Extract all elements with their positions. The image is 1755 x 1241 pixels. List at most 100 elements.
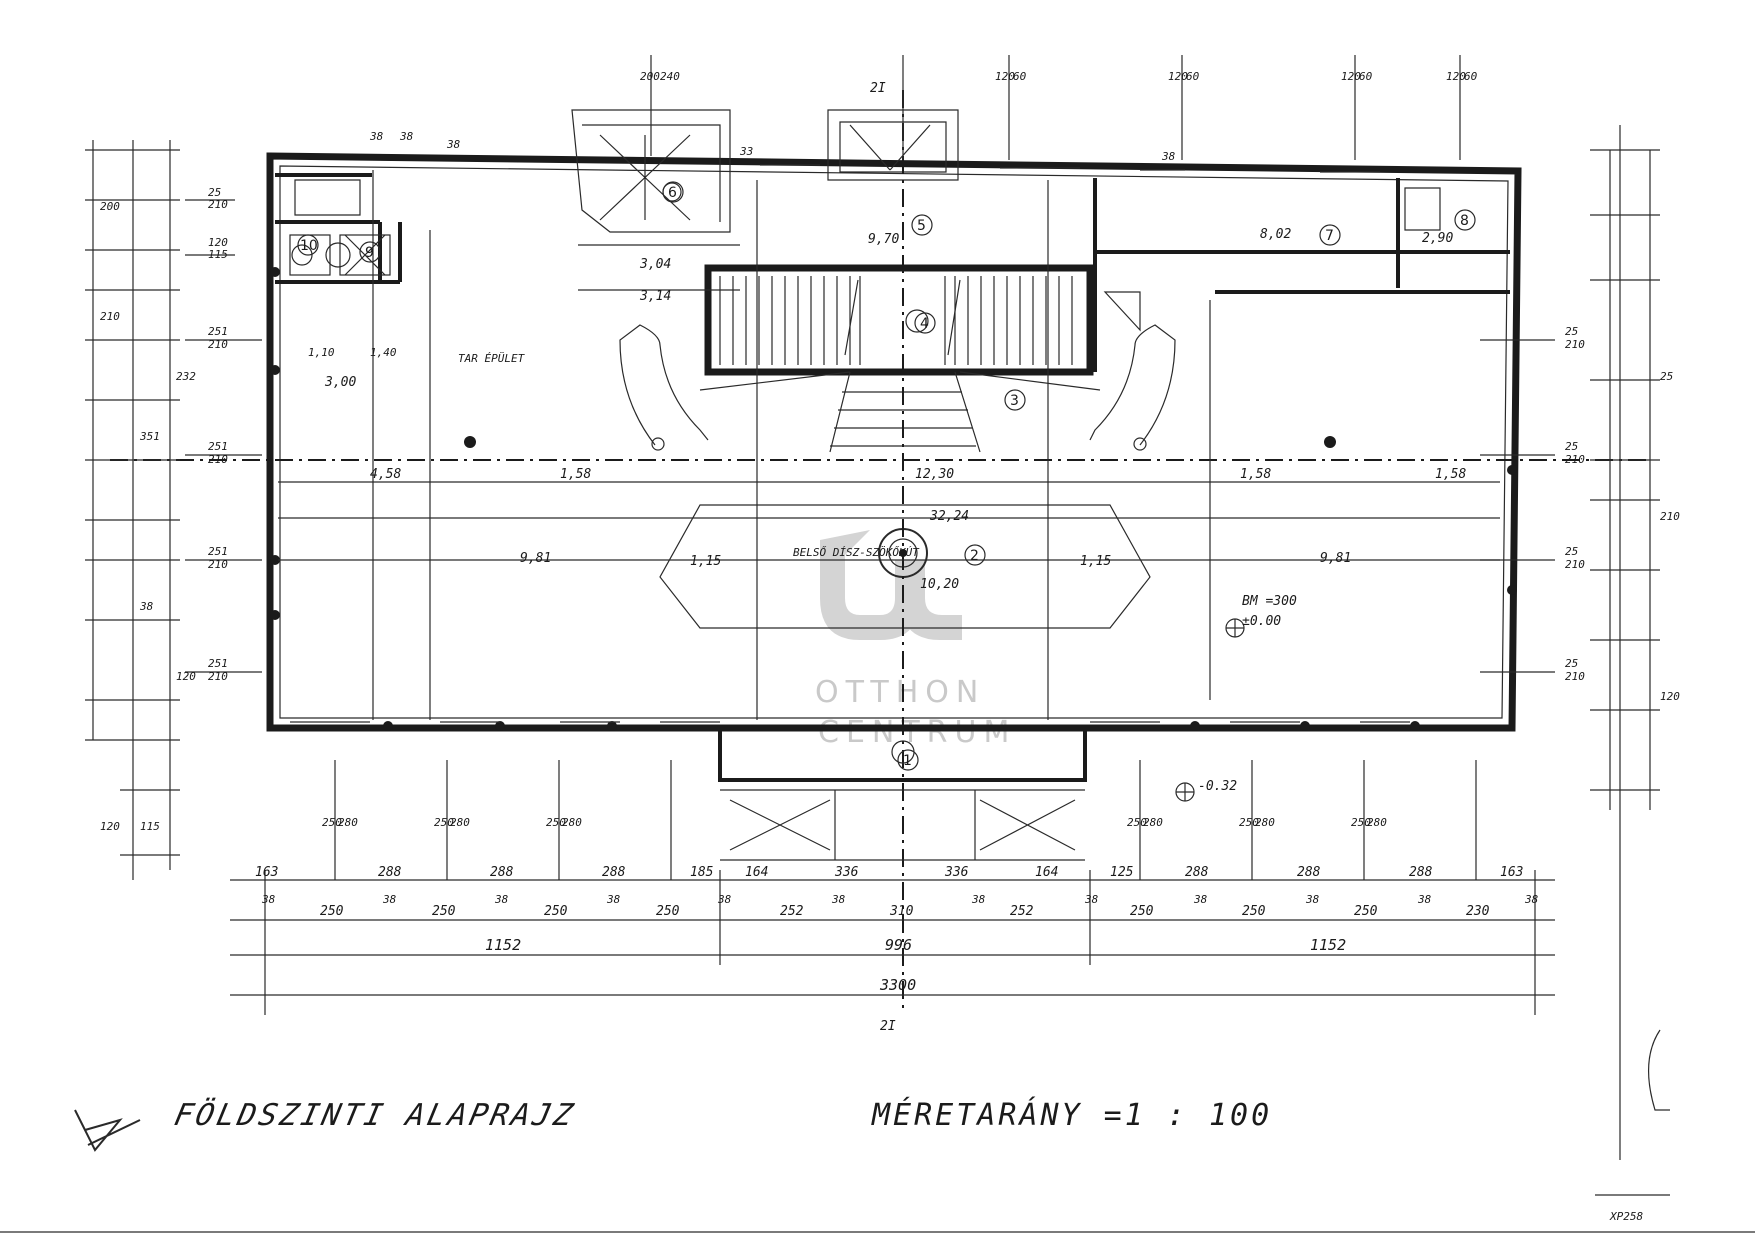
left-column-texts: 25 210 120 115 200 210 351 38 120 115 23… <box>100 186 228 833</box>
corner-stamp: XP258 <box>1609 1210 1643 1223</box>
dim-segment: 288 <box>1409 865 1433 880</box>
left-dimension-column <box>85 140 262 880</box>
entrance-vestibule <box>718 728 1087 861</box>
dim-top: 60 <box>1013 70 1027 83</box>
dim-mid: 250 <box>1242 904 1266 919</box>
dim-mid: 252 <box>1010 904 1034 919</box>
north-arrow-icon <box>74 1109 141 1152</box>
dim-mid: 250 <box>432 904 456 919</box>
dim-top: 120 <box>1446 70 1466 83</box>
dim-mid: 38 <box>1193 893 1208 906</box>
dim-top: 200 <box>640 70 660 83</box>
dim-interior: 12,30 <box>915 467 954 482</box>
dim-right: 25 <box>1565 440 1578 453</box>
dim-interior: 3,14 <box>639 289 671 304</box>
dim-mid: 38 <box>494 893 509 906</box>
dim-mid: 38 <box>261 893 276 906</box>
column-markers <box>270 267 1517 731</box>
dim-top: 60 <box>1464 70 1478 83</box>
curved-balustrades <box>619 324 1176 451</box>
dim-right: 210 <box>1660 510 1680 523</box>
watermark-line2: CENTRUM <box>818 715 1016 750</box>
dim-segment: 185 <box>690 865 714 880</box>
dim-top: 60 <box>1186 70 1200 83</box>
dim-mid: 310 <box>889 904 914 919</box>
window-mark: 251 <box>208 657 228 670</box>
interior-dim-texts: 4,58 1,58 12,30 1,58 1,58 9,81 9,81 1,15… <box>308 227 1466 592</box>
window-mark-texts: 251 210 251 210 251 210 251 210 <box>208 325 228 683</box>
dim-vertical: 250 <box>1351 816 1371 829</box>
dim-interior: 9,70 <box>868 232 899 247</box>
dim-right: 210 <box>1565 338 1585 351</box>
dim-segment: 336 <box>944 865 969 880</box>
dim-mid: 38 <box>831 893 846 906</box>
scale-label: MÉRETARÁNY =1 : 100 <box>871 1097 1272 1133</box>
top-porches <box>571 109 959 233</box>
top-row-texts: 38 38 38 33 38 <box>369 130 1176 163</box>
dim-right: 210 <box>1565 453 1585 466</box>
dim-interior: 2,90 <box>1422 231 1453 246</box>
level-outside-label: -0.32 <box>1198 779 1237 794</box>
section-mark-bottom: 2I <box>880 1019 896 1034</box>
watermark-line1: OTTHON <box>815 675 985 710</box>
stair-core <box>704 264 1094 453</box>
dim-mid: 38 <box>1417 893 1432 906</box>
dim-segment: 163 <box>255 865 278 880</box>
dim-interior: 8,02 <box>1260 227 1291 242</box>
window-mark: 251 <box>208 545 228 558</box>
dim-mid: 38 <box>971 893 986 906</box>
room-number: 5 <box>917 218 926 234</box>
room-number: 3 <box>1010 393 1019 409</box>
dim-mid: 38 <box>382 893 397 906</box>
dim-left: 115 <box>140 820 160 833</box>
room-number: 6 <box>668 185 677 201</box>
dim-segment: 288 <box>1297 865 1321 880</box>
dim-segment: 288 <box>490 865 514 880</box>
dim-vertical: 250 <box>1239 816 1259 829</box>
dim-segment: 125 <box>1110 865 1134 880</box>
dim-top: 60 <box>1359 70 1373 83</box>
dim-interior: 4,58 <box>370 467 401 482</box>
window-mark: 251 <box>208 440 228 453</box>
dim-group: 996 <box>885 936 912 954</box>
dim-interior: 1,10 <box>308 346 335 359</box>
left-rooms <box>275 173 402 284</box>
window-mark: 210 <box>208 670 228 683</box>
dim-top-row: 38 <box>1161 150 1176 163</box>
room-number: 8 <box>1460 213 1469 229</box>
dim-top-row: 38 <box>446 138 461 151</box>
dim-interior: 9,81 <box>1320 551 1351 566</box>
dim-left: 120 <box>100 820 120 833</box>
dim-left: 210 <box>208 198 228 211</box>
dim-mid: 252 <box>780 904 804 919</box>
dim-interior: 3,00 <box>324 375 356 390</box>
dim-segment: 288 <box>378 865 402 880</box>
top-dimension-marks <box>650 55 1461 160</box>
right-rooms <box>1093 178 1510 372</box>
window-mark: 210 <box>208 338 228 351</box>
dim-vertical: 250 <box>1127 816 1147 829</box>
outer-walls <box>266 152 1522 732</box>
dim-left: 120 <box>176 670 196 683</box>
dim-left: 210 <box>100 310 120 323</box>
dim-left: 232 <box>176 370 196 383</box>
dim-group: 1152 <box>485 936 521 954</box>
dim-interior: 9,81 <box>520 551 551 566</box>
dim-total: 3300 <box>879 976 916 994</box>
dim-mid: 250 <box>1130 904 1154 919</box>
dim-group: 1152 <box>1310 936 1346 954</box>
dim-top-row: 33 <box>739 145 753 158</box>
axis-lines <box>110 90 1650 1010</box>
dim-vertical: 250 <box>322 816 342 829</box>
dim-left: 115 <box>208 248 228 261</box>
dim-right: 25 <box>1565 545 1578 558</box>
level-zero-label: ±0.00 <box>1242 614 1281 629</box>
dim-interior: 10,20 <box>920 577 959 592</box>
dim-right: 210 <box>1565 558 1585 571</box>
note-label: TAR ÉPÜLET <box>458 352 526 365</box>
sheet-border <box>0 125 1755 1233</box>
dim-left: 38 <box>139 600 154 613</box>
dim-interior: 1,58 <box>560 467 591 482</box>
dim-segment: 164 <box>1035 865 1058 880</box>
